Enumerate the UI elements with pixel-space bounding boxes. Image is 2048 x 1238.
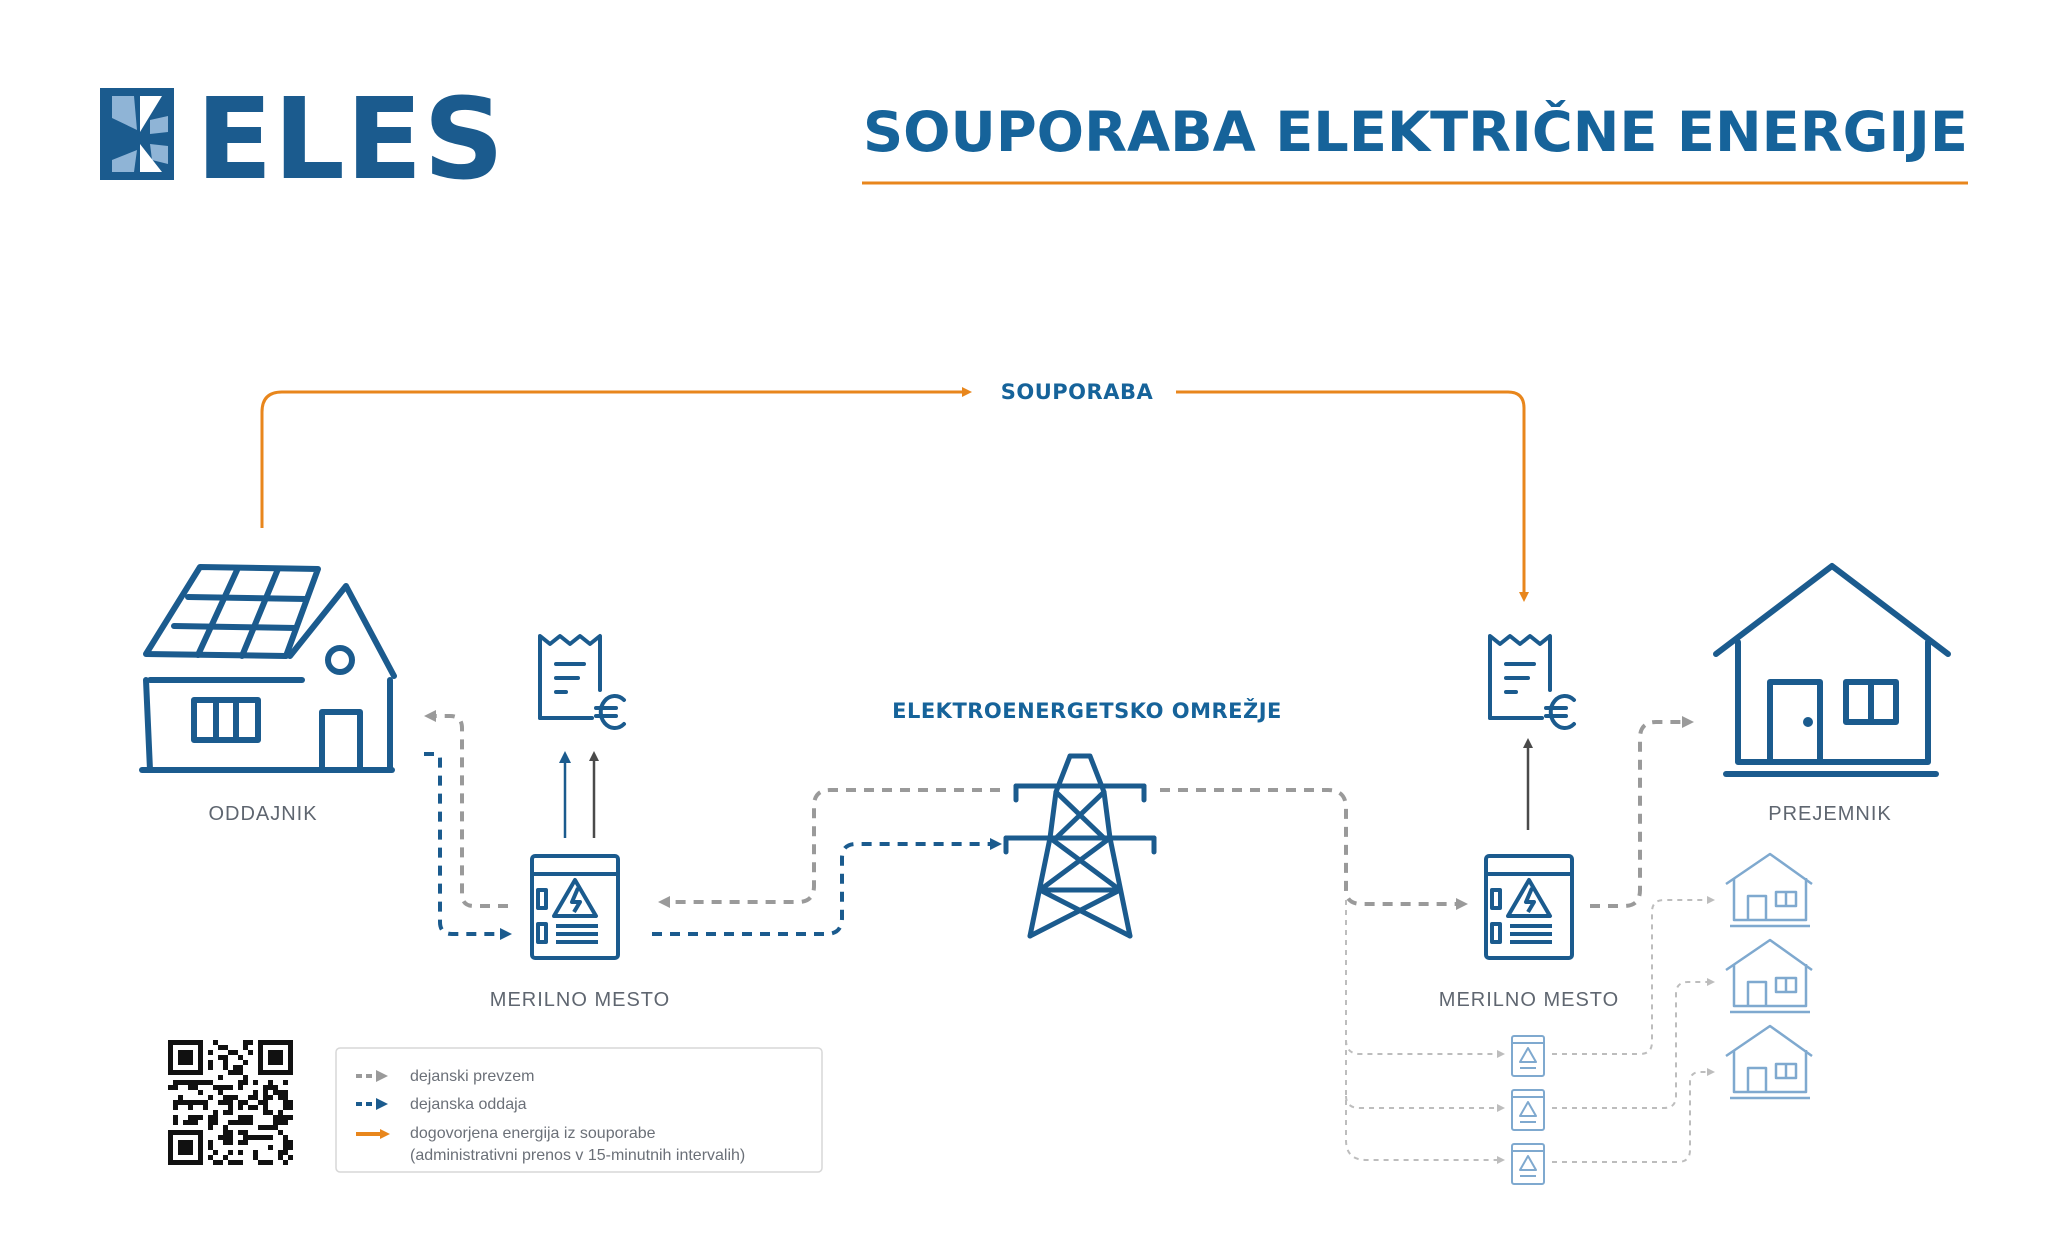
legend-item-souporaba: dogovorjena energija iz souporabe (admin… xyxy=(356,1125,745,1164)
solar-house-icon xyxy=(139,564,397,773)
small-house-icon xyxy=(1725,852,1813,928)
souporaba-label: SOUPORABA xyxy=(1001,380,1154,404)
small-receiver-flows xyxy=(1552,896,1715,1163)
sender-label: ODDAJNIK xyxy=(208,803,317,825)
meter-to-receiver-flow xyxy=(1590,716,1694,908)
receiver-house-icon xyxy=(1713,563,1951,777)
legend-text: dejanska oddaja xyxy=(410,1096,527,1113)
legend: dejanski prevzem dejanska oddaja dogovor… xyxy=(335,1047,823,1173)
left-billing-arrows xyxy=(559,751,599,838)
small-meter-icon xyxy=(1511,1089,1545,1131)
bill-euro-icon-right xyxy=(1488,634,1576,730)
eles-logo: ELES xyxy=(100,75,505,205)
small-house-icon xyxy=(1725,938,1813,1014)
legend-text: dejanski prevzem xyxy=(410,1068,535,1085)
legend-text: dogovorjena energija iz souporabe xyxy=(410,1125,656,1142)
left-meter-label: MERILNO MESTO xyxy=(490,989,670,1011)
page-title: SOUPORABA ELEKTRIČNE ENERGIJE xyxy=(863,100,1968,164)
legend-text: (administrativni prenos v 15-minutnih in… xyxy=(410,1147,745,1164)
bill-euro-icon-left xyxy=(538,634,626,730)
legend-item-oddaja: dejanska oddaja xyxy=(356,1096,527,1113)
legend-item-prevzem: dejanski prevzem xyxy=(356,1068,535,1085)
small-house-icon xyxy=(1725,1024,1813,1100)
transmission-tower-icon xyxy=(1003,753,1157,939)
receiver-label: PREJEMNIK xyxy=(1768,803,1891,825)
small-meter-icon xyxy=(1511,1143,1545,1185)
right-meter-label: MERILNO MESTO xyxy=(1439,989,1619,1011)
meter-icon-left xyxy=(530,854,620,960)
souporaba-flow: SOUPORABA xyxy=(260,380,1529,602)
grid-flows xyxy=(652,788,1505,1164)
small-meter-icon xyxy=(1511,1035,1545,1077)
meter-icon-right xyxy=(1484,854,1574,960)
left-house-meter-flows xyxy=(424,710,512,940)
qr-code xyxy=(168,1040,293,1165)
brand-name: ELES xyxy=(196,75,505,205)
grid-label: ELEKTROENERGETSKO OMREŽJE xyxy=(892,698,1282,723)
